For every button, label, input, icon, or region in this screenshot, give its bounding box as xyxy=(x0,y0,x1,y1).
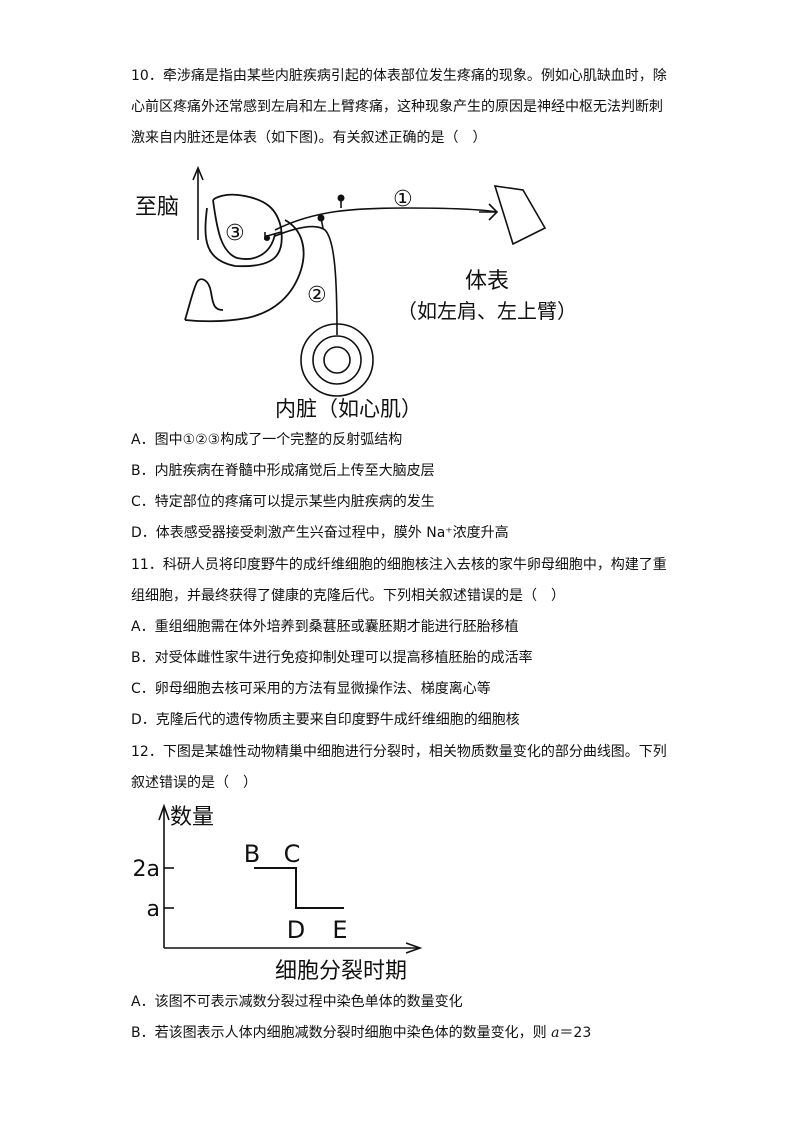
q11-option-d: D．克隆后代的遗传物质主要来自印度野牛成纤维细胞的细胞核 xyxy=(131,712,520,728)
q11-stem-line1: 11．科研人员将印度野牛的成纤维细胞的细胞核注入去核的家牛卵母细胞中，构建了重 xyxy=(131,557,667,573)
label-pathway-2: ② xyxy=(307,283,327,308)
q10-option-c: C．特定部位的疼痛可以提示某些内脏疾病的发生 xyxy=(131,494,435,510)
q10-option-d: D．体表感受器接受刺激产生兴奋过程中，膜外 Na⁺浓度升高 xyxy=(131,525,509,541)
point-label-d: D xyxy=(287,916,305,944)
q12-option-a: A．该图不可表示减数分裂过程中染色单体的数量变化 xyxy=(131,994,463,1010)
label-body-surface-examples: （如左肩、左上臂） xyxy=(397,299,577,323)
neuron-pathway-1 xyxy=(274,198,498,231)
y-tick-label: 2a xyxy=(133,857,160,882)
q12-option-b: B．若该图表示人体内细胞减数分裂时细胞中染色体的数量变化，则 a＝23 xyxy=(131,1023,591,1043)
label-pathway-1: ① xyxy=(393,187,413,212)
x-axis xyxy=(164,942,423,954)
point-label-c: C xyxy=(284,840,301,868)
q11-stem-line2: 组细胞，并最终获得了健康的克隆后代。下列相关叙述错误的是（ ） xyxy=(131,588,565,604)
q12-stem-line2: 叙述错误的是（ ） xyxy=(131,775,257,791)
y-tick-label: a xyxy=(147,897,160,922)
label-internal-organ: 内脏（如心肌） xyxy=(275,397,422,421)
q12-option-b-suffix: ＝23 xyxy=(559,1025,592,1041)
y-axis-label: 数量 xyxy=(170,805,214,830)
q11-option-b: B．对受体雌性家牛进行免疫抑制处理可以提高移植胚胎的成活率 xyxy=(131,650,533,666)
q12-option-b-variable: a xyxy=(551,1025,560,1041)
neuron-cell-body-3 xyxy=(264,235,270,241)
label-to-brain: 至脑 xyxy=(135,195,179,220)
point-label-e: E xyxy=(332,916,347,944)
q10-stem-line3: 激来自内脏还是体表（如下图)。有关叙述正确的是（ ） xyxy=(131,130,487,146)
skin-receptor xyxy=(479,185,547,246)
neuron-pathway-2 xyxy=(274,217,338,336)
q10-figure: 至脑 ① ② ③ 体表 （如左肩、左上臂） 内脏（如心肌） xyxy=(135,165,577,421)
q10-option-a: A．图中①②③构成了一个完整的反射弧结构 xyxy=(131,432,403,448)
spinal-cord-outline xyxy=(204,193,283,268)
series-line xyxy=(254,867,344,909)
ascending-arrow xyxy=(192,165,204,240)
label-pathway-3: ③ xyxy=(225,221,245,246)
neuron-cell-body-2 xyxy=(317,214,325,222)
q10-option-b: B．内脏疾病在脊髓中形成痛觉后上传至大脑皮层 xyxy=(131,463,435,479)
label-body-surface: 体表 xyxy=(465,269,509,294)
heart-organ xyxy=(300,323,374,397)
q11-option-a: A．重组细胞需在体外培养到桑葚胚或囊胚期才能进行胚胎移植 xyxy=(131,619,519,635)
spinal-cord-lower xyxy=(184,219,305,323)
q12-stem-line1: 12．下图是某雄性动物精巢中细胞进行分裂时，相关物质数量变化的部分曲线图。下列 xyxy=(131,744,667,760)
q12-option-b-prefix: B．若该图表示人体内细胞减数分裂时细胞中染色体的数量变化，则 xyxy=(131,1025,552,1041)
neuron-cell-body-1 xyxy=(337,194,345,202)
q10-stem-line2: 心前区疼痛外还常感到左肩和左上臂疼痛，这种现象产生的原因是神经中枢无法判断刺 xyxy=(131,99,663,115)
q10-stem-line1: 10．牵涉痛是指由某些内脏疾病引起的体表部位发生疼痛的现象。例如心肌缺血时，除 xyxy=(131,68,667,84)
point-label-b: B xyxy=(244,840,260,868)
y-axis xyxy=(158,803,170,948)
x-axis-label: 细胞分裂时期 xyxy=(275,959,407,984)
q11-option-c: C．卵母细胞去核可采用的方法有显微操作法、梯度离心等 xyxy=(131,681,491,697)
